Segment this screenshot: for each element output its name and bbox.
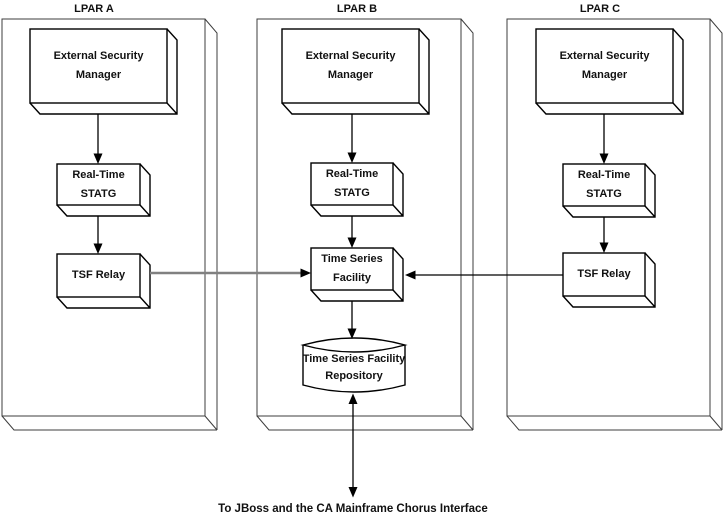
time-series-facility-label: Time Series Facility bbox=[321, 253, 383, 284]
lpar-a-container bbox=[1, 18, 218, 431]
chorus-interface-caption: To JBoss and the CA Mainframe Chorus Int… bbox=[218, 503, 488, 516]
arrow-esm-c-to-statg-c bbox=[599, 114, 609, 164]
arrow-statg-b-to-tsf bbox=[347, 216, 357, 248]
arrow-esm-b-to-statg-b bbox=[347, 114, 357, 163]
arrow-esm-a-to-statg-a bbox=[93, 114, 103, 164]
repository-label: Time Series Facility Repository bbox=[302, 352, 406, 382]
esm-a-box bbox=[29, 28, 178, 115]
esm-a-label: External Security Manager bbox=[53, 50, 144, 81]
time-series-facility-box bbox=[310, 247, 404, 302]
tsf-relay-c-label: TSF Relay bbox=[577, 268, 631, 281]
arrow-repository-to-chorus-bidirectional bbox=[348, 393, 358, 498]
statg-c-label: Real-Time STATG bbox=[577, 169, 631, 200]
lpar-b-container bbox=[256, 18, 474, 431]
tsf-relay-c-box bbox=[562, 252, 656, 308]
tsf-relay-a-label: TSF Relay bbox=[71, 269, 126, 282]
connector-relay-c-to-tsf bbox=[405, 270, 563, 280]
arrow-tsf-to-repository bbox=[347, 301, 357, 339]
esm-b-label: External Security Manager bbox=[305, 50, 396, 81]
lpar-a-title: LPAR A bbox=[74, 2, 114, 15]
lpar-c-container bbox=[506, 18, 723, 431]
esm-c-label: External Security Manager bbox=[559, 50, 650, 81]
tsf-relay-a-box bbox=[56, 253, 151, 309]
esm-b-box bbox=[281, 28, 430, 115]
repository-cylinder bbox=[300, 337, 408, 393]
statg-b-label: Real-Time STATG bbox=[325, 168, 379, 199]
arrow-statg-c-to-relay-c bbox=[599, 217, 609, 253]
statg-a-box bbox=[56, 163, 151, 217]
statg-c-box bbox=[562, 163, 656, 218]
esm-c-box bbox=[535, 28, 684, 115]
statg-a-label: Real-Time STATG bbox=[72, 168, 125, 200]
statg-b-box bbox=[310, 162, 404, 217]
arrow-statg-a-to-relay-a bbox=[93, 216, 103, 254]
gray-connector-relay-a-to-tsf bbox=[150, 268, 311, 278]
lpar-c-title: LPAR C bbox=[579, 2, 621, 15]
lpar-b-title: LPAR B bbox=[336, 2, 378, 15]
